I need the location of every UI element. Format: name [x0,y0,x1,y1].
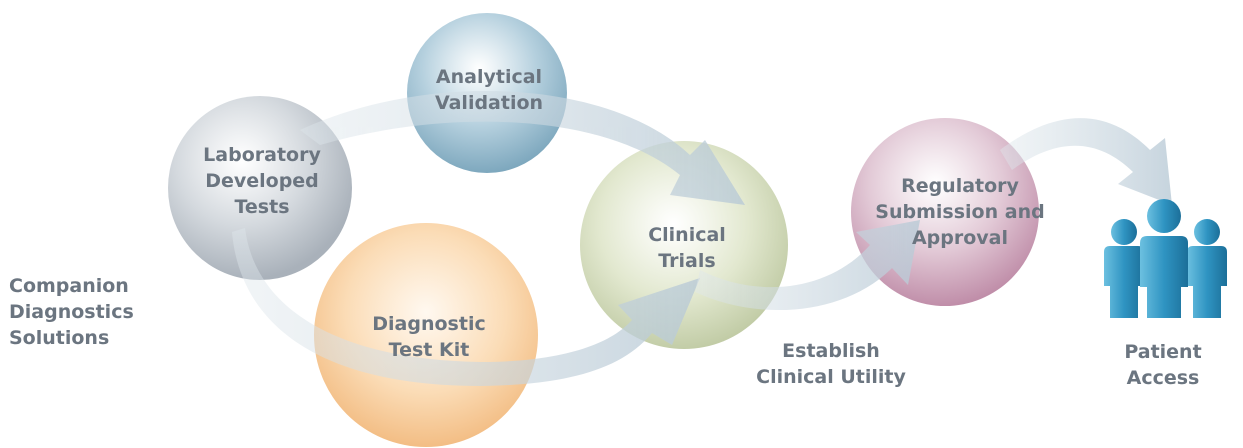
node-kit-label: Diagnostic Test Kit [372,313,486,361]
arrow-clinical-to-regulatory [695,220,920,311]
arrow-ldt-to-kit-to-clinical [232,228,700,386]
arrow-regulatory-to-patient [1000,118,1172,205]
node-ldt-label: Laboratory Developed Tests [203,144,321,218]
arrow-ldt-to-clinical [300,91,745,205]
node-ldt-circle [168,96,352,280]
node-kit-circle [314,223,538,447]
node-clinical-label: Clinical Trials [648,224,726,272]
node-analytical-label: Analytical Validation [434,66,544,114]
flow-arrows [232,91,1172,386]
patient-group-icon [1104,199,1227,318]
node-regulatory-label: Regulatory Submission and Approval [875,175,1045,249]
annotation-clinical-utility: Establish Clinical Utility [756,340,906,388]
side-label: Companion Diagnostics Solutions [9,275,134,349]
patient-access-label: Patient Access [1124,341,1202,389]
